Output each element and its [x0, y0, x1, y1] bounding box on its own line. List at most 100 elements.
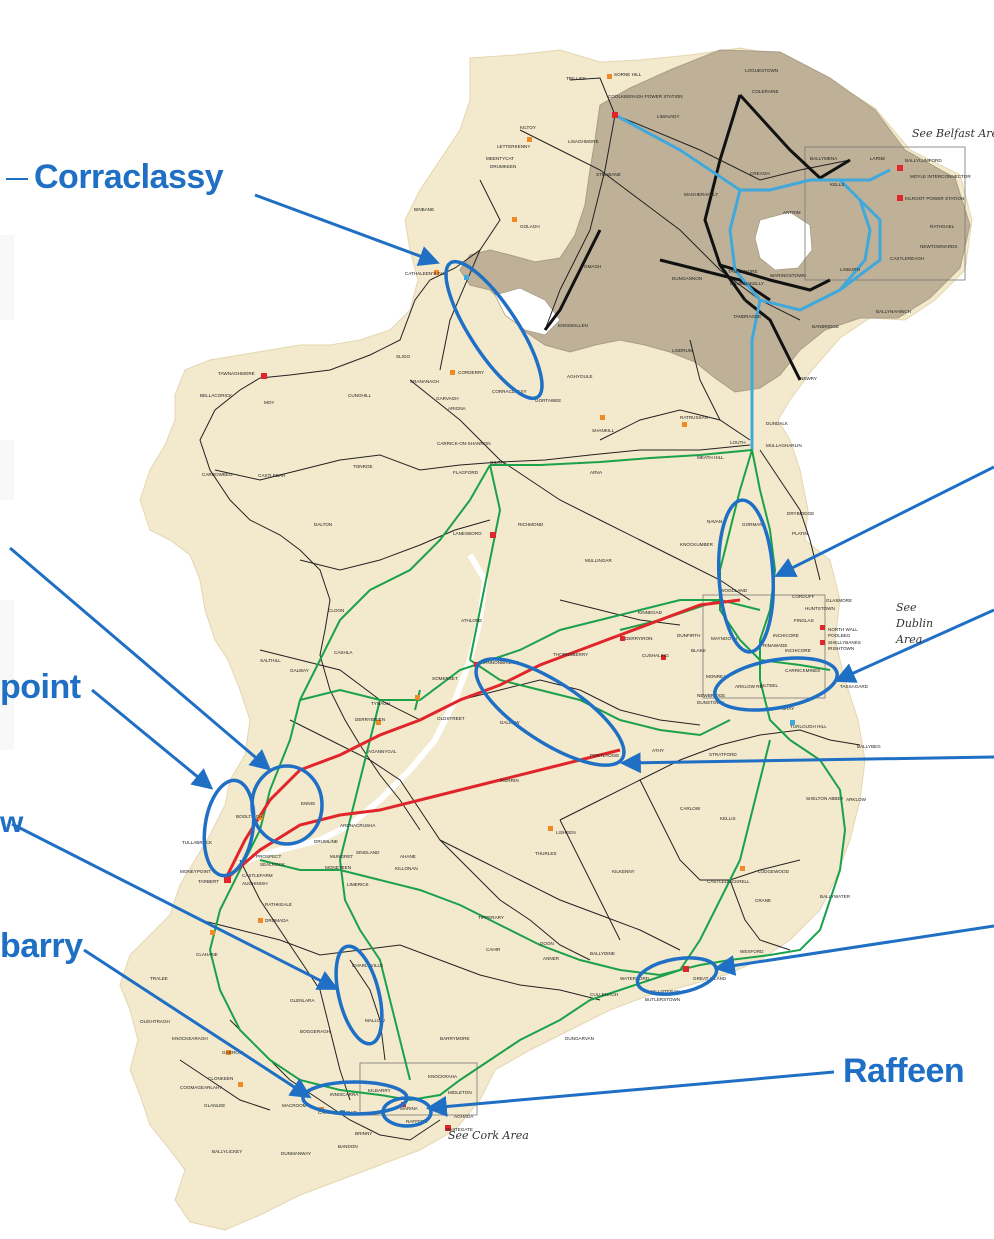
station-label: TULLABRACK	[182, 840, 213, 845]
station-label: MOYLE INTERCONNECTOR	[910, 174, 971, 179]
station-label: SINGLAND	[356, 850, 380, 855]
station-label: NORTH WALL	[828, 627, 858, 632]
station-label: LANESBORO	[453, 531, 482, 536]
arrow-carrickmines	[834, 608, 994, 683]
arrow-corraclassy	[254, 193, 440, 267]
station-label: DOON	[540, 941, 554, 946]
network-220kv	[208, 449, 847, 1101]
station-label: IKERRIN	[500, 778, 519, 783]
station-label: MARINA	[400, 1106, 419, 1111]
callout-raffeen: Raffeen	[843, 1052, 965, 1090]
station-label: DROMADA	[265, 918, 289, 923]
arrow-raffeen	[425, 1070, 835, 1117]
station-label: COOMAGEARLAHY	[180, 1085, 222, 1090]
station-label: ARDNACRUSHA	[340, 823, 376, 828]
station-label: MALLOW	[365, 1018, 386, 1023]
station-label: MACROOM	[282, 1103, 307, 1108]
station-label: KNOCKRAHA	[428, 1074, 458, 1079]
station-label: AUGHINISH	[242, 881, 268, 886]
station-label: WARINGSTOWN	[770, 273, 806, 278]
station-label: ENNIS	[301, 801, 315, 806]
station-label: MEENTYCAT	[486, 156, 514, 161]
map-ref-dublin-1: See	[896, 601, 917, 614]
station-label: BOGGERAGH	[300, 1029, 330, 1034]
station-label: TARBERT	[198, 879, 219, 884]
highlight-charleville-mallow	[334, 944, 384, 1046]
station-label: BARRYMORE	[440, 1036, 470, 1041]
station-label: CASTLEREAGH	[890, 256, 924, 261]
station-label: NEWBRIDGE	[697, 693, 725, 698]
station-label: CREAGH	[750, 171, 770, 176]
station-label: TRILLICK	[566, 76, 587, 81]
station-label: DUNGARVAN	[565, 1036, 594, 1041]
station-label: LOUTH	[730, 440, 746, 445]
station-label: KILLONAN	[395, 866, 418, 871]
station-label: MAYNOOTH	[711, 636, 737, 641]
station-label: DUNDALK	[766, 421, 789, 426]
station-label: CRANE	[755, 898, 771, 903]
station-label: AGHADA	[454, 1114, 474, 1119]
station-label: MULLINGAR	[585, 558, 612, 563]
station-label: RATHKEALE	[265, 902, 292, 907]
station-label: INCHICORE	[773, 633, 799, 638]
station-label: TYNAGH	[371, 701, 390, 706]
station-label: AGANNYGAL	[368, 749, 397, 754]
station-label: MONEYPOINT	[180, 869, 211, 874]
station-label: LISDRUM	[672, 348, 693, 353]
station-label: TURLOUGH HILL	[790, 724, 827, 729]
station-label: BALLYBEG	[857, 744, 881, 749]
station-label: DERRYIRON	[625, 636, 652, 641]
station-label: BALLYWATER	[820, 894, 851, 899]
station-label: KELLIS	[720, 816, 736, 821]
arrow-booltiagh	[91, 688, 214, 790]
station-label: CASHLA	[334, 650, 353, 655]
station-label: BANDON	[338, 1144, 358, 1149]
station-label: LISHEEN	[556, 830, 576, 835]
station-label: SRANANAGH	[410, 379, 439, 384]
station-label: AGHYOULE	[567, 374, 593, 379]
station-label: CASTLEFARM	[242, 873, 273, 878]
station-labels: TRILLICK SORNE HILL COOLKEERAGH POWER ST…	[140, 68, 971, 1156]
station-label: CASTLEBAR	[258, 473, 286, 478]
station-label: MONETEEN	[325, 865, 351, 870]
station-label: GLASMORE	[826, 598, 852, 603]
station-label: SHANKILL	[592, 428, 615, 433]
station-label: CORRACLASSY	[492, 389, 527, 394]
station-label: KILLOTERAN	[651, 989, 680, 994]
map-ref-dublin-3: Area	[896, 633, 923, 646]
station-label: NEWTOWNARDS	[920, 244, 957, 249]
station-label: BOOLTIAGH	[236, 814, 262, 819]
station-label: CAHIR	[486, 947, 501, 952]
station-label: KNOCKEARAGH	[172, 1036, 208, 1041]
station-label: TAWNAGHMORE	[218, 371, 255, 376]
station-label: CLOON	[328, 608, 344, 613]
station-label: TONROE	[353, 464, 373, 469]
station-label: GARVAGH	[436, 396, 459, 401]
station-label: CATHALEEN'S FALL	[405, 271, 449, 276]
station-label: WATERFORD	[620, 976, 650, 981]
station-label: DALTON	[314, 522, 332, 527]
arrow-kilbarry	[83, 948, 312, 1099]
station-label: LISAGHMORE	[568, 139, 599, 144]
lough-erne	[494, 287, 561, 336]
station-label: ATHLONE	[461, 618, 482, 623]
station-label: BALLYLUMFORD	[905, 158, 942, 163]
callout-w: w	[0, 806, 23, 839]
station-label: DUNFIRTH	[677, 633, 700, 638]
station-label: PORTLAOISE	[590, 753, 619, 758]
network-110kv	[179, 77, 861, 1141]
callout-arrows	[9, 193, 994, 1117]
station-label: LIMAVADY	[657, 114, 680, 119]
station-label: GLENLARA	[290, 998, 315, 1003]
station-label: RATHGAEL	[930, 224, 955, 229]
station-label: MONREAD	[706, 674, 730, 679]
station-label: ATHY	[652, 748, 664, 753]
highlight-booltiagh	[202, 778, 256, 878]
station-label: TIPPERARY	[478, 915, 504, 920]
arrow-great-island	[713, 924, 994, 976]
station-label: MUNGRET	[330, 854, 353, 859]
belfast-area-box	[804, 146, 966, 281]
station-label: CARRICK-ON-SHANNON	[437, 441, 491, 446]
station-label: CULLENAGH	[590, 992, 618, 997]
